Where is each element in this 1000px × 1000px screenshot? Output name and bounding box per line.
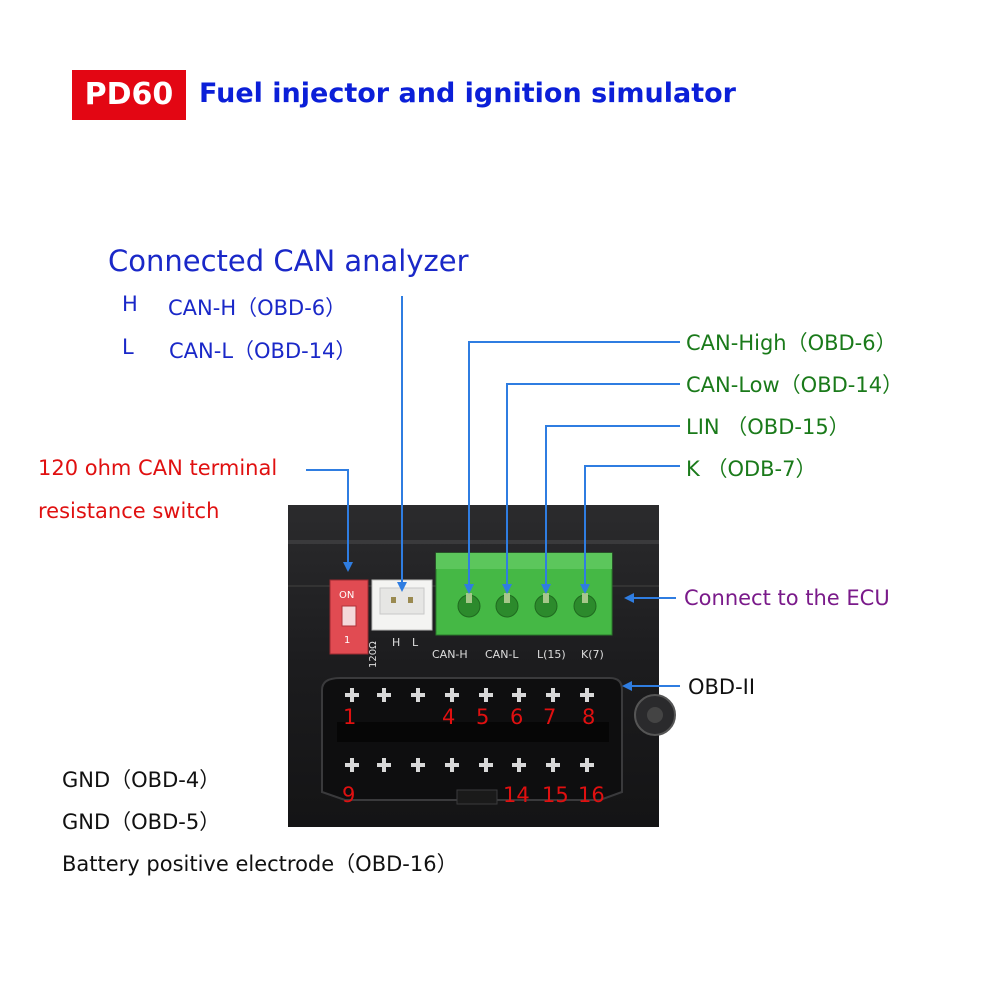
jst-h-label: H [392, 636, 400, 649]
obd-pin-socket [517, 758, 521, 772]
callout-k-line: K （ODB-7） [686, 457, 817, 481]
obd-pin-socket [484, 758, 488, 772]
obd-pin-row-top [345, 688, 594, 702]
pin-number-4: 4 [442, 705, 455, 729]
obd-pin-socket [416, 688, 420, 702]
pin-number-7: 7 [543, 705, 556, 729]
obd-pin-socket [585, 758, 589, 772]
note-battery-obd16: Battery positive electrode（OBD-16） [62, 852, 458, 876]
obd-pin-socket [585, 688, 589, 702]
dip-switch-lever [341, 605, 357, 627]
can-l-value: CAN-L（OBD-14） [169, 339, 357, 363]
pin-number-8: 8 [582, 705, 595, 729]
arrow-can-low [502, 383, 680, 594]
terminal-switch-label-line1: 120 ohm CAN terminal [38, 456, 278, 480]
obd-pin-socket [450, 758, 454, 772]
can-l-key: L [122, 335, 134, 359]
arrow-terminal-switch [306, 469, 353, 572]
terminal-label-can-l: CAN-L [485, 648, 519, 661]
pin-number-6: 6 [510, 705, 523, 729]
obd-pin-socket [551, 688, 555, 702]
dip-switch-number: 1 [344, 635, 350, 646]
note-gnd-obd5: GND（OBD-5） [62, 810, 221, 834]
pin-number-5: 5 [476, 705, 489, 729]
obd-pin-socket [484, 688, 488, 702]
can-h-key: H [122, 292, 138, 316]
obd-pin-socket [450, 688, 454, 702]
obd-pin-socket [416, 758, 420, 772]
pin-number-14: 14 [503, 783, 530, 807]
obd-pin-row-bottom [345, 758, 594, 772]
obd-pin-socket [350, 688, 354, 702]
page-title: Fuel injector and ignition simulator [199, 78, 736, 109]
arrow-lin [541, 425, 680, 594]
arrow-can-high [464, 341, 680, 594]
callout-can-high: CAN-High（OBD-6） [686, 331, 897, 355]
obd-pin-socket [382, 688, 386, 702]
terminal-label-k7: K(7) [581, 648, 604, 661]
pin-number-15: 15 [542, 783, 569, 807]
note-gnd-obd4: GND（OBD-4） [62, 768, 221, 792]
can-h-value: CAN-H（OBD-6） [168, 296, 347, 320]
pin-number-9: 9 [342, 783, 355, 807]
model-badge: PD60 [72, 70, 186, 120]
pin-number-16: 16 [578, 783, 605, 807]
terminal-label-l15: L(15) [537, 648, 566, 661]
callout-lin: LIN （OBD-15） [686, 415, 850, 439]
callout-can-low: CAN-Low（OBD-14） [686, 373, 904, 397]
jst-l-label: L [412, 636, 419, 649]
obd-pin-socket [551, 758, 555, 772]
dip-switch-on-label: ON [339, 590, 354, 601]
pin-number-1: 1 [343, 705, 356, 729]
obd-pin-socket [382, 758, 386, 772]
callout-connect-ecu: Connect to the ECU [684, 586, 890, 610]
obd-pin-socket [517, 688, 521, 702]
dip-switch-side-label: 120Ω [368, 641, 379, 668]
obd-pin-socket [350, 758, 354, 772]
terminal-switch-label-line2: resistance switch [38, 499, 220, 523]
callout-obd2: OBD-II [688, 675, 756, 699]
terminal-label-can-h: CAN-H [432, 648, 468, 661]
arrow-k-line [580, 465, 680, 594]
can-analyzer-heading: Connected CAN analyzer [108, 244, 469, 278]
